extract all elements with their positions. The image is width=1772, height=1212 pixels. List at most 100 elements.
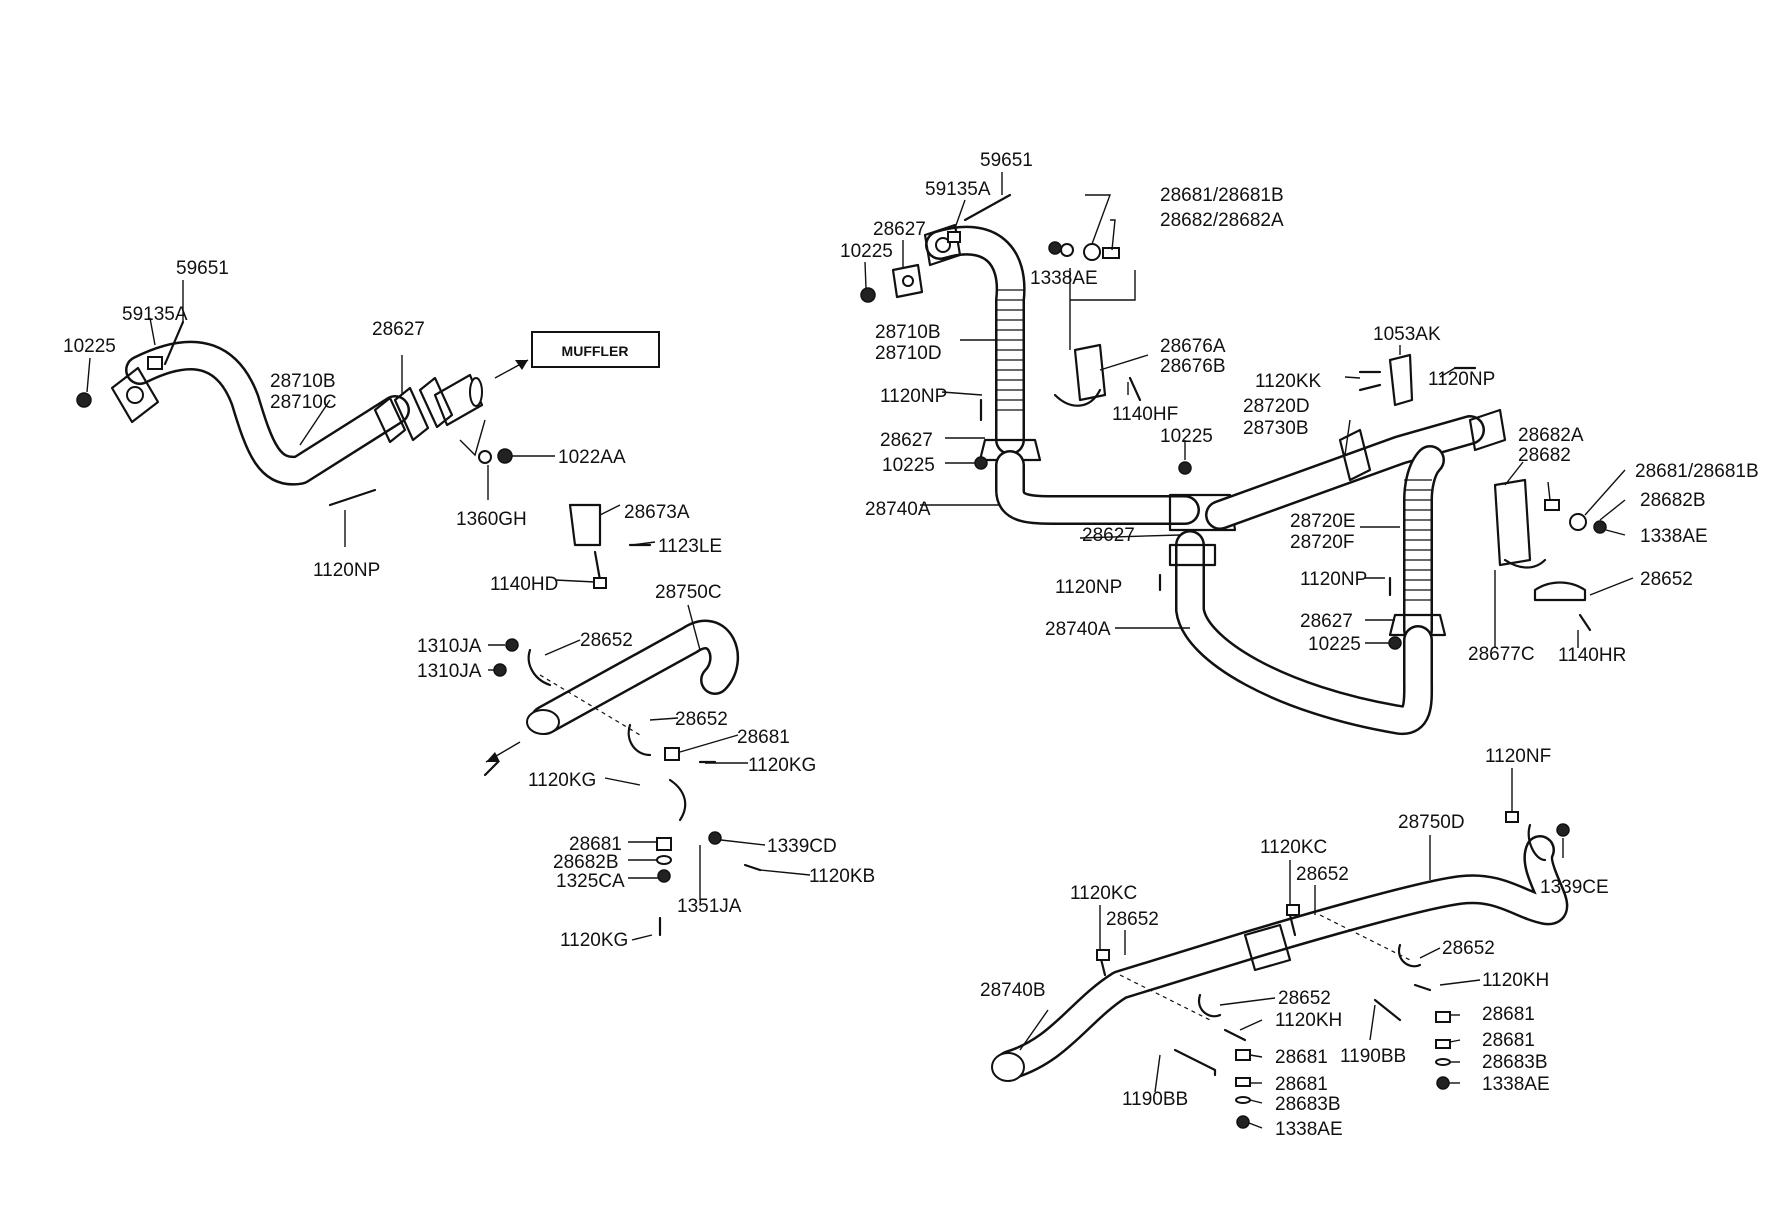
part-label: 28710D: [875, 343, 942, 364]
part-label: 28740B: [980, 980, 1046, 1001]
part-label: 10225: [882, 455, 935, 476]
part-label: 1120KK: [1255, 371, 1322, 392]
part-label: 1140HF: [1112, 404, 1178, 425]
front-assembly-labels: 59651 59135A 10225 28710B 28710C 28627 1…: [63, 258, 626, 581]
part-label: 28681: [1482, 1004, 1535, 1025]
part-label: 1120KH: [1482, 970, 1549, 991]
part-label: 28720F: [1290, 532, 1354, 553]
part-label: 28710B: [270, 371, 336, 392]
part-label: 28682B: [553, 852, 619, 873]
part-label: 1120NP: [313, 560, 380, 581]
part-label: 1140HR: [1558, 645, 1626, 666]
part-label: 1120KG: [560, 930, 628, 951]
part-label: 28683B: [1275, 1094, 1341, 1115]
part-label: 1338AE: [1640, 526, 1708, 547]
part-label: 59135A: [122, 304, 188, 325]
part-label: 28652: [1296, 864, 1349, 885]
part-label: 28681: [1275, 1074, 1328, 1095]
part-label: 1338AE: [1275, 1119, 1343, 1140]
part-label: 1339CE: [1540, 877, 1609, 898]
part-label: 28627: [1300, 611, 1353, 632]
part-label: 28710B: [875, 322, 941, 343]
part-label: 1190BB: [1340, 1046, 1406, 1067]
rear-assembly-labels: 1120NF 28750D 1339CE 1120KC 28652 1120KC…: [980, 746, 1609, 1140]
part-label: 1120KB: [809, 866, 875, 887]
part-label: 28681: [737, 727, 790, 748]
part-label: 1120KG: [528, 770, 596, 791]
part-label: 1120NP: [1055, 577, 1122, 598]
part-label: 28681: [1482, 1030, 1535, 1051]
part-label: 28627: [1082, 525, 1135, 546]
part-label: 28681/28681B: [1160, 185, 1284, 206]
part-label: 1123LE: [658, 536, 722, 557]
dual-assembly-labels: 59651 59135A 28627 10225 28681/28681B 28…: [840, 150, 1759, 666]
part-label: 28730B: [1243, 418, 1309, 439]
part-label: 1120NP: [1428, 369, 1495, 390]
tail-assembly-labels: 28673A 1123LE 1140HD 28750C 1310JA 28652…: [417, 502, 875, 951]
part-label: 28682/28682A: [1160, 210, 1284, 231]
part-label: 59651: [980, 150, 1033, 171]
part-label: 28740A: [865, 499, 931, 520]
part-label: 28673A: [624, 502, 690, 523]
muffler-label: MUFFLER: [562, 343, 629, 359]
part-label: 59135A: [925, 179, 991, 200]
part-label: 28652: [1106, 909, 1159, 930]
part-label: 10225: [1160, 426, 1213, 447]
part-label: 28677C: [1468, 644, 1535, 665]
part-label: 28627: [372, 319, 425, 340]
part-label: 1053AK: [1373, 324, 1441, 345]
front-pipe-assembly: [76, 320, 513, 507]
part-label: 28676A: [1160, 336, 1226, 357]
part-label: 1338AE: [1030, 268, 1098, 289]
part-label: 28627: [873, 219, 926, 240]
part-label: 10225: [840, 241, 893, 262]
part-label: 1339CD: [767, 836, 837, 857]
part-label: 28720E: [1290, 511, 1356, 532]
part-label: 1022AA: [558, 447, 626, 468]
part-label: 1310JA: [417, 661, 482, 682]
part-label: 1338AE: [1482, 1074, 1550, 1095]
part-label: 28676B: [1160, 356, 1226, 377]
part-label: 1120KC: [1070, 883, 1137, 904]
part-label: 28681: [569, 834, 622, 855]
part-label: 28750D: [1398, 812, 1465, 833]
part-label: 1140HD: [490, 574, 558, 595]
part-label: 28682: [1518, 445, 1571, 466]
tail-pipe-assembly: [483, 503, 762, 937]
part-label: 10225: [1308, 634, 1361, 655]
part-label: 28652: [675, 709, 728, 730]
part-label: 28652: [1640, 569, 1693, 590]
part-label: 1360GH: [456, 509, 527, 530]
part-label: 28683B: [1482, 1052, 1548, 1073]
part-label: 28710C: [270, 392, 337, 413]
part-label: 1120KG: [748, 755, 816, 776]
part-label: 1351JA: [677, 896, 742, 917]
part-label: 28720D: [1243, 396, 1310, 417]
part-label: 28652: [1442, 938, 1495, 959]
part-label: 1120NP: [1300, 569, 1367, 590]
part-label: 1190BB: [1122, 1089, 1188, 1110]
rear-pipe-assembly: [991, 811, 1570, 1129]
part-label: 28627: [880, 430, 933, 451]
part-label: 28682A: [1518, 425, 1584, 446]
part-label: 1325CA: [556, 871, 625, 892]
part-label: 28740A: [1045, 619, 1111, 640]
part-label: 28750C: [655, 582, 722, 603]
part-label: 1120KC: [1260, 837, 1327, 858]
part-label: 1120NF: [1485, 746, 1551, 767]
part-label: 1120KH: [1275, 1010, 1342, 1031]
part-label: 28652: [580, 630, 633, 651]
part-label: 10225: [63, 336, 116, 357]
part-label: 28682B: [1640, 490, 1706, 511]
dual-pipe-assembly: [860, 193, 1607, 735]
part-label: 1310JA: [417, 636, 482, 657]
part-label: 28681: [1275, 1047, 1328, 1068]
part-label: 28652: [1278, 988, 1331, 1009]
leader-lines: [86, 172, 1634, 1129]
part-label: 59651: [176, 258, 229, 279]
muffler-callout: MUFFLER: [485, 331, 660, 763]
part-label: 1120NP: [880, 386, 947, 407]
part-label: 28681/28681B: [1635, 461, 1759, 482]
